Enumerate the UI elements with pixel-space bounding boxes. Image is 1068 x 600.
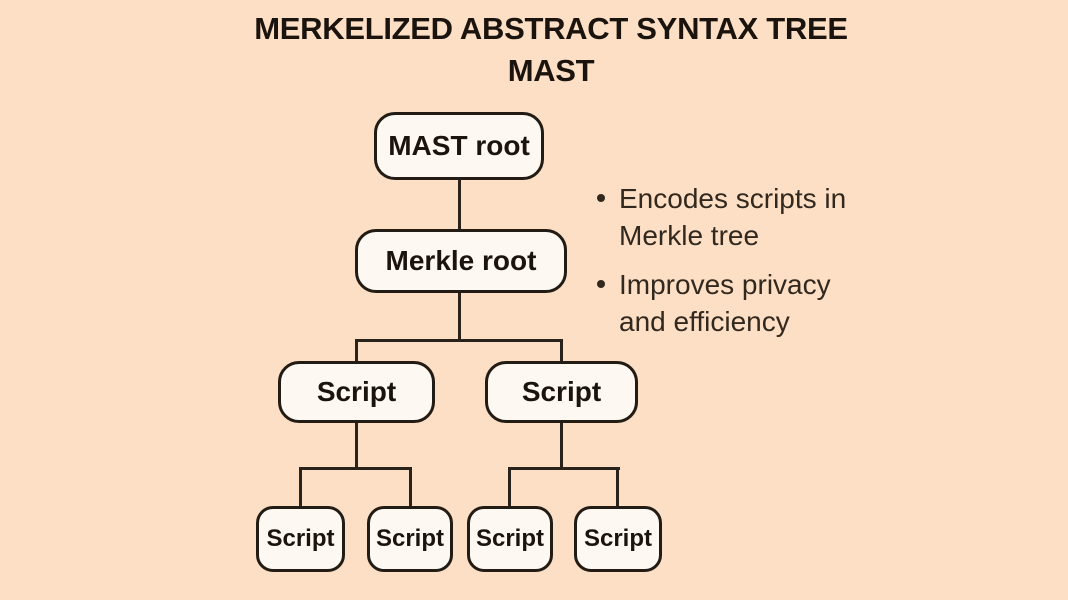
- connector-merkleroot-down: [458, 290, 461, 341]
- node-script-leaf-1: Script: [256, 506, 345, 572]
- connector-leafbar-left: [299, 467, 412, 470]
- connector-scriptright-down: [560, 420, 563, 470]
- node-merkle-root: Merkle root: [355, 229, 567, 293]
- node-script-leaf-4: Script: [574, 506, 662, 572]
- connector-leafbar-right: [508, 467, 620, 470]
- node-script-leaf-2: Script: [367, 506, 453, 572]
- bullet-text: Improves privacy and efficiency: [619, 269, 831, 337]
- node-mast-root: MAST root: [374, 112, 544, 180]
- connector-leaf1-stub: [299, 467, 302, 508]
- node-script-right: Script: [485, 361, 638, 423]
- node-script-left: Script: [278, 361, 435, 423]
- connector-leaf2-stub: [409, 467, 412, 508]
- bullet-text: Encodes scripts in Merkle tree: [619, 183, 847, 251]
- node-script-leaf-3: Script: [467, 506, 553, 572]
- connector-branch-right-stub: [560, 339, 563, 364]
- list-item: Encodes scripts in Merkle tree: [597, 180, 897, 254]
- connector-scriptleft-down: [355, 420, 358, 470]
- connector-mastroot-merkleroot: [458, 177, 461, 231]
- connector-leaf3-stub: [508, 467, 511, 508]
- connector-branch-left-stub: [355, 339, 358, 364]
- title-line-2: MAST: [507, 53, 595, 88]
- connector-leaf4-stub: [616, 467, 619, 508]
- bullet-dot: [597, 280, 605, 288]
- bullet-list: Encodes scripts in Merkle tree Improves …: [597, 180, 897, 352]
- bullet-dot: [597, 194, 605, 202]
- title-line-1: MERKELIZED ABSTRACT SYNTAX TREE: [254, 11, 848, 46]
- list-item: Improves privacy and efficiency: [597, 266, 897, 340]
- page-title: MERKELIZED ABSTRACT SYNTAX TREE MAST: [0, 8, 1068, 92]
- connector-branch-bar: [355, 339, 563, 342]
